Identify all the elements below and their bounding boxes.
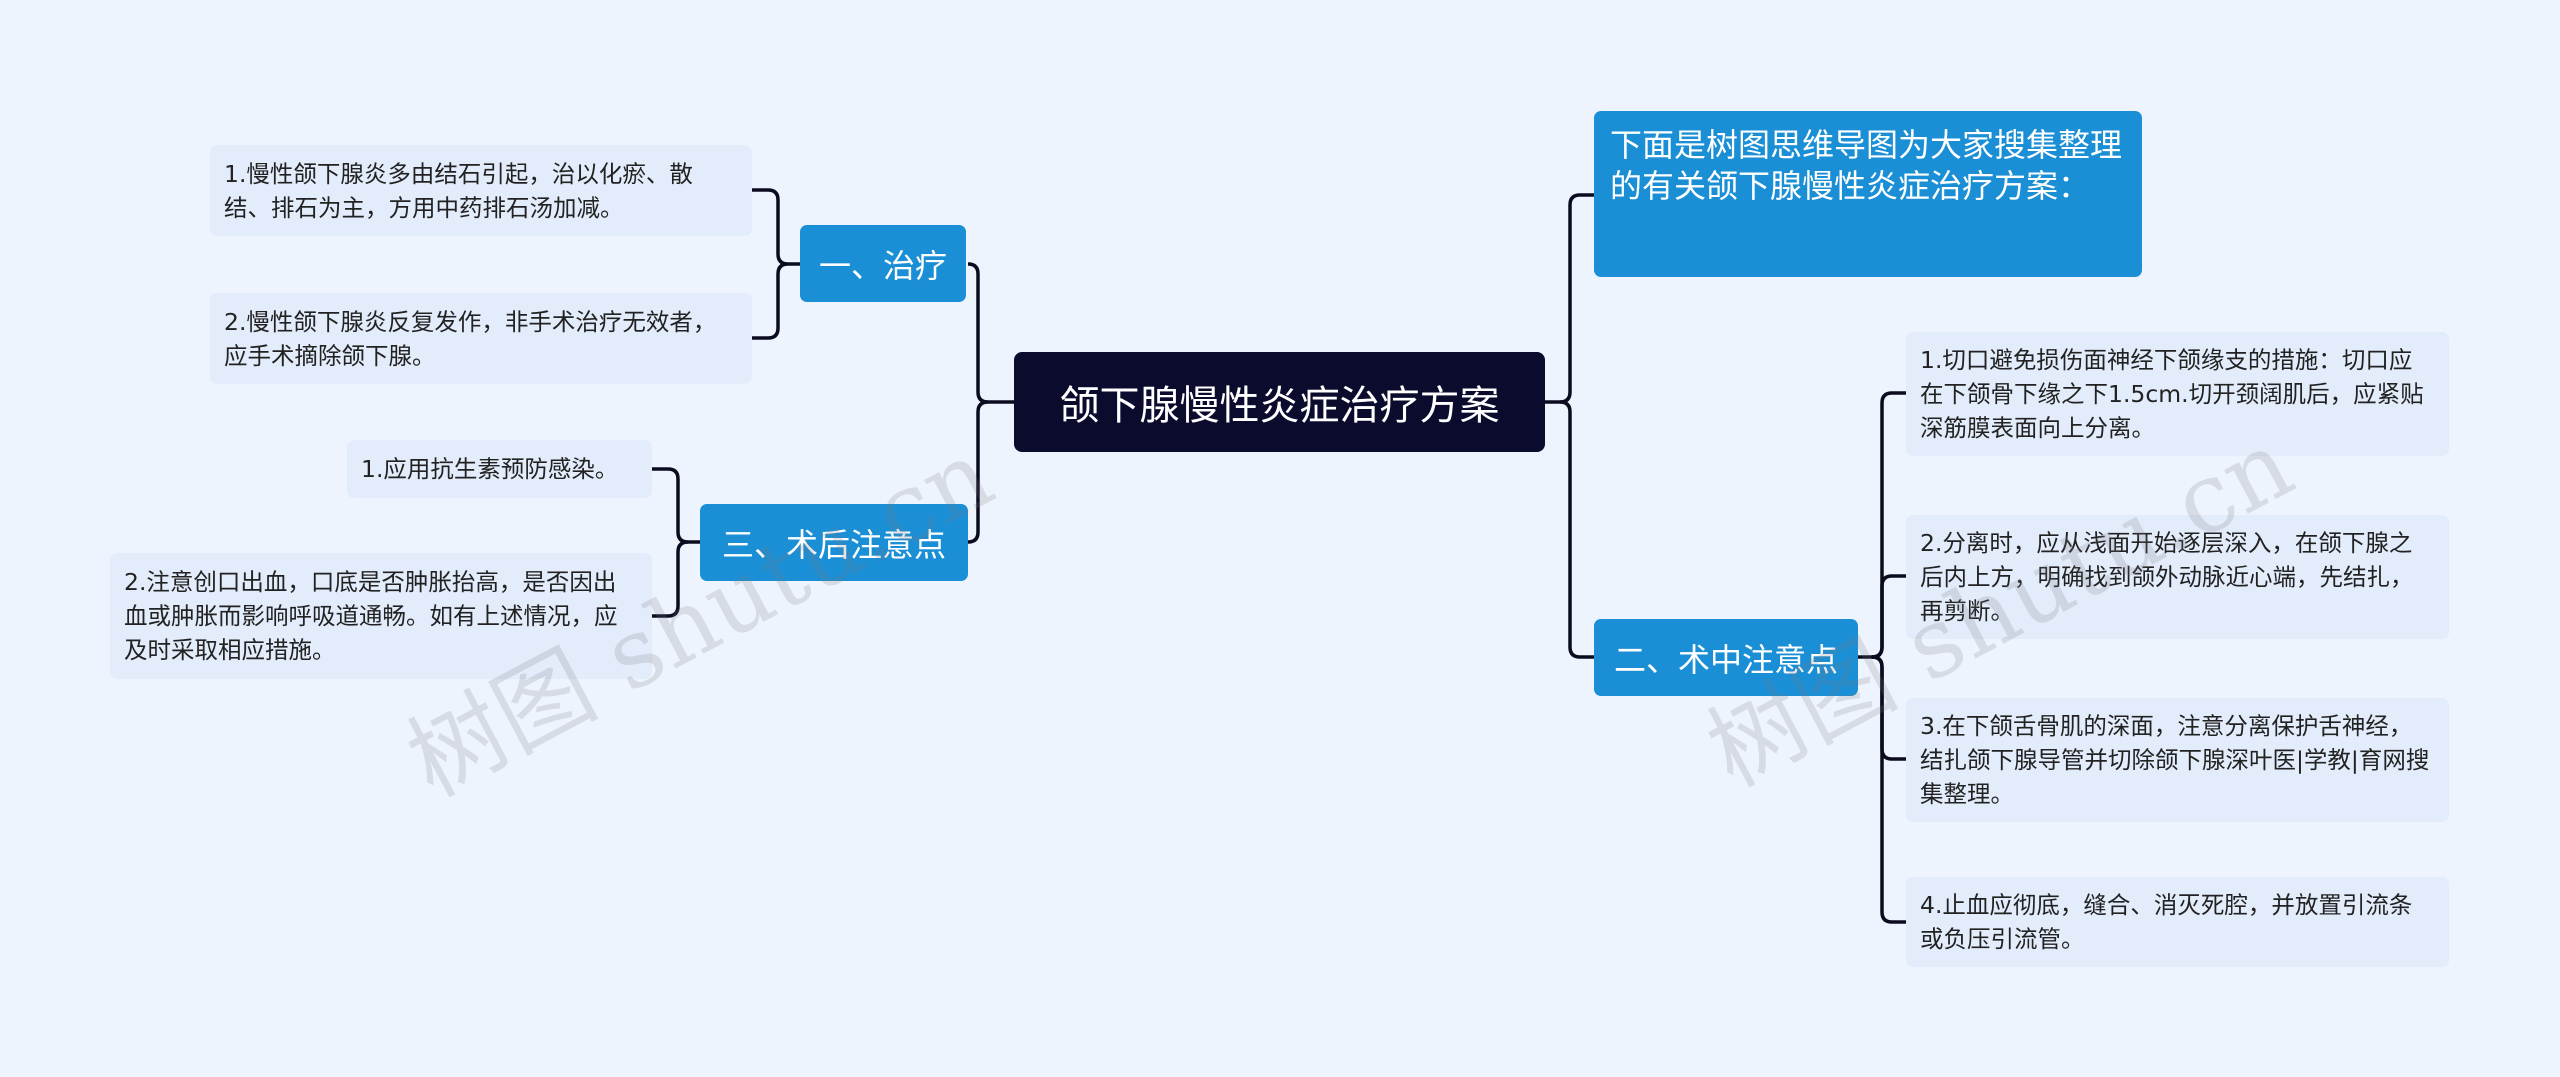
link-intraop-2 xyxy=(1871,574,1906,659)
leaf-intraop-1[interactable]: 1.切口避免损伤面神经下颌缘支的措施：切口应在下颌骨下缘之下1.5cm.切开颈阔… xyxy=(1906,332,2449,456)
leaf-text: 1.应用抗生素预防感染。 xyxy=(361,455,619,483)
branch-postop-label: 三、术后注意点 xyxy=(721,525,946,564)
leaf-postop-1[interactable]: 1.应用抗生素预防感染。 xyxy=(347,440,652,498)
branch-intraop[interactable]: 二、术中注意点 xyxy=(1594,619,1858,696)
branch-treatment-label: 一、治疗 xyxy=(818,246,947,285)
intro-node[interactable]: 下面是树图思维导图为大家搜集整理的有关颌下腺慢性炎症治疗方案： xyxy=(1594,111,2142,277)
link-postop-1 xyxy=(652,467,700,544)
intro-text: 下面是树图思维导图为大家搜集整理的有关颌下腺慢性炎症治疗方案： xyxy=(1610,126,2123,205)
branch-postop[interactable]: 三、术后注意点 xyxy=(700,504,968,581)
link-intraop-3 xyxy=(1871,655,1906,761)
branch-treatment[interactable]: 一、治疗 xyxy=(800,225,966,302)
link-root-postop xyxy=(967,400,989,544)
leaf-treatment-1[interactable]: 1.慢性颌下腺炎多由结石引起，治以化瘀、散结、排石为主，方用中药排石汤加减。 xyxy=(210,145,752,236)
leaf-postop-2[interactable]: 2.注意创口出血，口底是否肿胀抬高，是否因出血或肿胀而影响呼吸道通畅。如有上述情… xyxy=(110,553,652,679)
root-topic[interactable]: 颌下腺慢性炎症治疗方案 xyxy=(1014,352,1545,452)
leaf-text: 3.在下颌舌骨肌的深面，注意分离保护舌神经，结扎颌下腺导管并切除颌下腺深叶医|学… xyxy=(1920,712,2430,808)
link-treatment-1 xyxy=(752,188,800,266)
leaf-text: 2.分离时，应从浅面开始逐层深入，在颌下腺之后内上方，明确找到颌外动脉近心端，先… xyxy=(1920,529,2414,625)
link-treatment-2 xyxy=(752,262,789,340)
root-topic-label: 颌下腺慢性炎症治疗方案 xyxy=(1059,383,1500,429)
leaf-intraop-2[interactable]: 2.分离时，应从浅面开始逐层深入，在颌下腺之后内上方，明确找到颌外动脉近心端，先… xyxy=(1906,515,2449,639)
link-root-intro xyxy=(1545,193,1594,404)
leaf-intraop-3[interactable]: 3.在下颌舌骨肌的深面，注意分离保护舌神经，结扎颌下腺导管并切除颌下腺深叶医|学… xyxy=(1906,698,2449,822)
link-root-intraop xyxy=(1559,400,1594,659)
leaf-treatment-2[interactable]: 2.慢性颌下腺炎反复发作，非手术治疗无效者，应手术摘除颌下腺。 xyxy=(210,293,752,384)
leaf-text: 2.慢性颌下腺炎反复发作，非手术治疗无效者，应手术摘除颌下腺。 xyxy=(224,307,717,370)
link-postop-2 xyxy=(652,540,689,618)
leaf-text: 1.慢性颌下腺炎多由结石引起，治以化瘀、散结、排石为主，方用中药排石汤加减。 xyxy=(224,159,693,222)
leaf-text: 1.切口避免损伤面神经下颌缘支的措施：切口应在下颌骨下缘之下1.5cm.切开颈阔… xyxy=(1920,346,2424,442)
leaf-intraop-4[interactable]: 4.止血应彻底，缝合、消灭死腔，并放置引流条或负压引流管。 xyxy=(1906,877,2449,967)
link-root-treatment xyxy=(967,262,1014,404)
leaf-text: 4.止血应彻底，缝合、消灭死腔，并放置引流条或负压引流管。 xyxy=(1920,891,2413,953)
branch-intraop-label: 二、术中注意点 xyxy=(1613,640,1838,679)
leaf-text: 2.注意创口出血，口底是否肿胀抬高，是否因出血或肿胀而影响呼吸道通畅。如有上述情… xyxy=(124,568,618,664)
link-intraop-4 xyxy=(1871,655,1906,924)
